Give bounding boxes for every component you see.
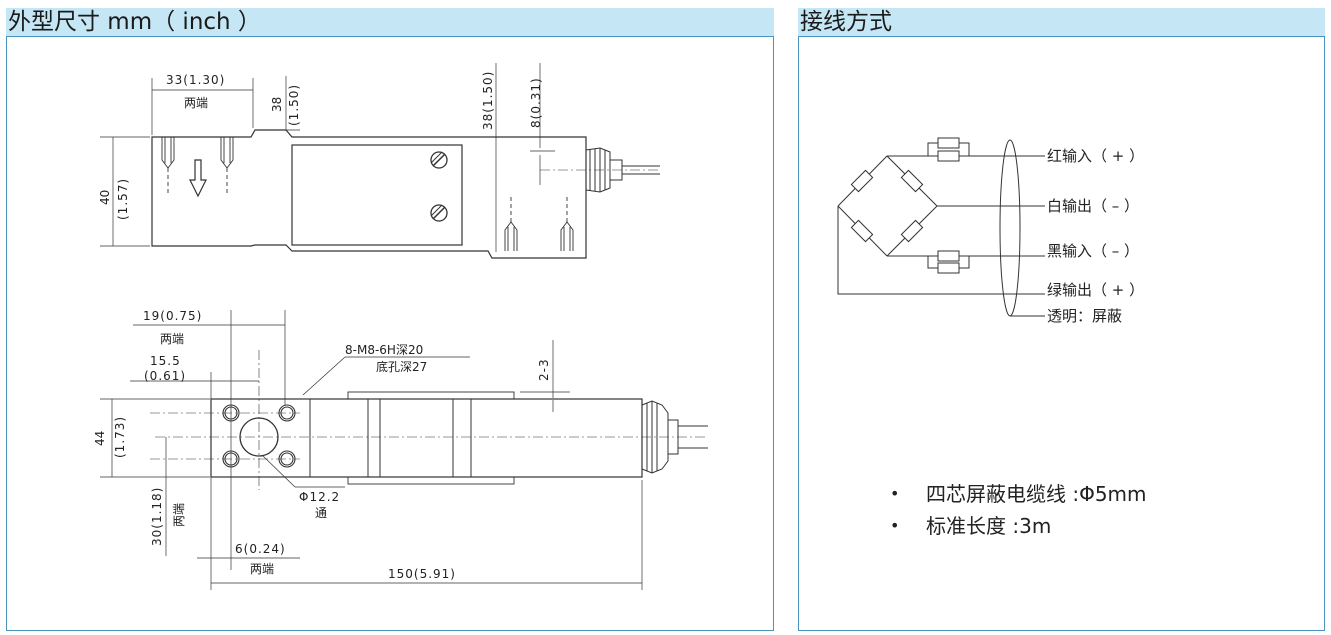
bullet-icon: • — [890, 516, 900, 535]
dim-15-5-inch-label: (0.61) — [144, 369, 186, 383]
cable-spec-list: • 四芯屏蔽电缆线 :Φ5mm • 标准长度 :3m — [890, 478, 1147, 542]
dim-19-label: 19(0.75) — [143, 309, 202, 323]
wire-label: 黑输入（ – ） — [1047, 242, 1139, 260]
wiring-diagram: 红输入（ + ） 白输出（ – ） 黑输入（ – ） 绿输出（ + ） 透明：屏… — [837, 137, 1144, 325]
dim-2-3-label: 2-3 — [537, 358, 551, 381]
wiring-panel: 接线方式 — [798, 8, 1325, 631]
dim-30-label: 30(1.18) — [150, 487, 164, 546]
dim-38-label: 38 — [270, 97, 284, 112]
dim-8-label: 8(0.31) — [529, 77, 543, 128]
resistor-icon — [937, 262, 960, 274]
top-view-dimension-lines — [100, 63, 555, 252]
dim-6-label: 6(0.24) — [235, 542, 286, 556]
both-ends-label: 两端 — [160, 332, 184, 346]
shield-ellipse — [999, 139, 1021, 317]
dim-44-inch-label: (1.73) — [113, 416, 127, 458]
threaded-hole-icon — [560, 195, 574, 251]
phi-12-2-label: Φ12.2 — [299, 490, 340, 504]
threaded-hole-icon — [220, 137, 234, 196]
wire-label: 红输入（ + ） — [1047, 147, 1144, 165]
cable-spec-item: • 四芯屏蔽电缆线 :Φ5mm — [890, 478, 1147, 510]
cable-gland — [641, 400, 708, 474]
both-ends-label: 两端 — [172, 503, 186, 527]
dim-38b-label: 38(1.50) — [481, 71, 495, 130]
dim-150-label: 150(5.91) — [388, 567, 456, 581]
side-view-dimension-lines — [100, 310, 643, 590]
dim-38-inch-label: (1.50) — [287, 84, 301, 126]
resistor-icon — [937, 150, 960, 162]
bridge-circuit — [837, 137, 1045, 317]
threaded-hole-icon — [504, 195, 518, 251]
wire-label: 透明：屏蔽 — [1047, 307, 1122, 325]
resistor-icon — [850, 169, 874, 193]
dim-44-label: 44 — [93, 431, 107, 446]
resistor-icon — [937, 137, 960, 149]
resistor-icon — [900, 219, 924, 243]
threaded-hole-icon — [161, 137, 175, 196]
dimensions-panel-header: 外型尺寸 mm（ inch ） — [6, 8, 774, 37]
wiring-panel-body — [798, 36, 1325, 631]
both-ends-label: 两端 — [250, 562, 274, 576]
both-ends-label: 两端 — [184, 96, 208, 110]
screw-icon — [430, 151, 448, 169]
wiring-title: 接线方式 — [800, 9, 892, 35]
through-label: 通 — [315, 506, 327, 520]
top-view-window — [291, 144, 463, 246]
wiring-panel-header: 接线方式 — [798, 8, 1325, 37]
top-view: 33(1.30) 两端 38 (1.50) 40 (1.57) 38(1.50)… — [98, 63, 660, 259]
thread-spec-label: 8-M8-6H深20 — [345, 343, 423, 357]
load-arrow-icon — [189, 159, 207, 198]
screw-icon — [430, 204, 448, 222]
dimensions-panel: 外型尺寸 mm（ inch ） — [6, 8, 774, 631]
wire-label: 白输出（ – ） — [1047, 197, 1139, 215]
dimensions-title: 外型尺寸 mm（ inch ） — [8, 9, 261, 35]
dim-40-inch-label: (1.57) — [116, 178, 130, 220]
dimensions-panel-body — [6, 36, 774, 631]
side-view-outline — [210, 398, 643, 478]
resistor-icon — [937, 250, 960, 262]
dim-33-label: 33(1.30) — [166, 73, 225, 87]
resistor-icon — [850, 219, 874, 243]
wire-label: 绿输出（ + ） — [1047, 281, 1144, 299]
cable-spec-text: 标准长度 :3m — [926, 514, 1052, 538]
cable-spec-text: 四芯屏蔽电缆线 :Φ5mm — [926, 482, 1147, 506]
dimension-drawing: 33(1.30) 两端 38 (1.50) 40 (1.57) 38(1.50)… — [93, 63, 708, 590]
resistor-icon — [900, 169, 924, 193]
top-view-outline — [151, 129, 587, 259]
cable-spec-item: • 标准长度 :3m — [890, 510, 1147, 542]
bullet-icon: • — [890, 484, 900, 503]
dim-15-5-label: 15.5 — [150, 354, 181, 368]
dim-40-label: 40 — [98, 190, 112, 205]
side-view: 19(0.75) 两端 15.5 (0.61) 8-M8-6H深20 底孔深27… — [93, 309, 708, 590]
hole-depth-label: 底孔深27 — [376, 359, 427, 374]
